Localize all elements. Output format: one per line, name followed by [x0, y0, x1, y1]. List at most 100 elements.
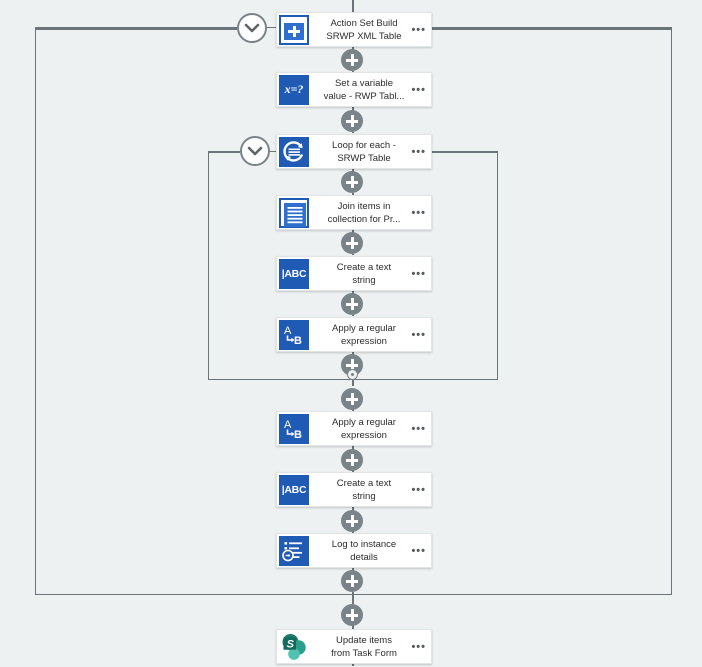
collection-document-icon [278, 197, 310, 228]
a-to-b-arrow-icon: A B [284, 325, 302, 347]
svg-text:B: B [294, 335, 302, 347]
regex-icon: A B [278, 413, 310, 444]
node-label: Apply a regular expression [311, 412, 431, 445]
document-lines-icon [284, 202, 306, 227]
node-label-line1: Create a text [336, 477, 392, 489]
node-label-line1: Update items [336, 634, 392, 646]
add-step-button-11[interactable] [341, 604, 363, 626]
node-label-line1: Apply a regular [332, 416, 396, 428]
svg-text:B: B [294, 429, 302, 441]
add-step-button-8[interactable] [341, 449, 363, 471]
node-label-line2: expression [341, 429, 387, 441]
node-log-to-instance-details[interactable]: Log to instance details ••• [276, 533, 432, 568]
chevron-line-loop [208, 151, 240, 153]
add-step-button-3[interactable] [341, 171, 363, 193]
set-variable-icon-text: x=? [284, 82, 304, 96]
collapse-toggle-action-set[interactable] [237, 13, 267, 43]
spine-6 [352, 193, 354, 195]
node-label: Action Set Build SRWP XML Table [311, 13, 431, 46]
log-icon [278, 535, 310, 566]
node-create-text-string-1[interactable]: |ABC Create a text string ••• [276, 256, 432, 291]
chevron-line-action-set [35, 28, 237, 30]
node-label-line2: SRWP Table [337, 152, 391, 164]
add-step-button-5[interactable] [341, 293, 363, 315]
node-menu-button[interactable]: ••• [411, 83, 426, 96]
node-label: Update items from Task Form [311, 630, 431, 663]
node-label: Create a text string [311, 473, 431, 506]
log-list-icon [282, 541, 302, 561]
node-label-line1: Log to instance [331, 538, 397, 550]
node-menu-button[interactable]: ••• [411, 328, 426, 341]
node-label-line1: Apply a regular [332, 322, 396, 334]
node-update-items-from-task-form[interactable]: S Update items from Task Form ••• [276, 629, 432, 664]
node-menu-button[interactable]: ••• [411, 206, 426, 219]
card-right-line-action-set [431, 28, 672, 30]
node-loop-for-each[interactable]: Loop for each - SRWP Table ••• [276, 134, 432, 169]
node-label: Set a variable value - RWP Tabl... [311, 73, 431, 106]
node-create-text-string-2[interactable]: |ABC Create a text string ••• [276, 472, 432, 507]
node-menu-button[interactable]: ••• [411, 267, 426, 280]
sharepoint-icon: S [278, 631, 310, 662]
sharepoint-logo-icon: S [282, 633, 306, 660]
chevron-down-icon [247, 146, 263, 156]
spine-20 [352, 624, 354, 631]
node-label: Apply a regular expression [311, 318, 431, 351]
connector-line-top [352, 0, 354, 12]
text-string-icon: |ABC [278, 474, 310, 505]
node-menu-button[interactable]: ••• [411, 544, 426, 557]
node-label-line2: expression [341, 335, 387, 347]
node-label-line2: collection for Pr... [327, 213, 401, 225]
a-to-b-arrow-icon: A B [284, 419, 302, 441]
node-menu-button[interactable]: ••• [411, 640, 426, 653]
node-label-line2: SRWP XML Table [326, 30, 402, 42]
card-right-line-loop [431, 151, 498, 153]
node-menu-button[interactable]: ••• [411, 483, 426, 496]
spine-10 [352, 315, 354, 316]
node-label-line1: Create a text [336, 261, 392, 273]
node-label-line1: Loop for each - [332, 139, 396, 151]
add-step-button-6[interactable] [341, 354, 363, 376]
add-step-button-9[interactable] [341, 510, 363, 532]
add-step-button-4[interactable] [341, 232, 363, 254]
loop-end-marker [347, 369, 358, 380]
node-label: Create a text string [311, 257, 431, 290]
node-label: Join items in collection for Pr... [311, 196, 431, 229]
add-step-button-1[interactable] [341, 49, 363, 71]
node-label-line2: value - RWP Tabl... [323, 90, 405, 102]
svg-text:A: A [284, 325, 292, 337]
add-step-button-10[interactable] [341, 570, 363, 592]
set-variable-icon: x=? [278, 74, 310, 105]
node-label-line1: Action Set Build [330, 17, 398, 29]
add-step-button-7[interactable] [341, 388, 363, 410]
node-menu-button[interactable]: ••• [411, 23, 426, 36]
node-label-line2: string [352, 490, 376, 502]
node-menu-button[interactable]: ••• [411, 145, 426, 158]
collapse-toggle-loop[interactable] [240, 136, 270, 166]
node-action-set-build[interactable]: Action Set Build SRWP XML Table ••• [276, 12, 432, 47]
text-string-icon-text: |ABC [281, 483, 307, 496]
node-menu-button[interactable]: ••• [411, 422, 426, 435]
node-label-line2: from Task Form [331, 647, 397, 659]
node-set-variable-value[interactable]: x=? Set a variable value - RWP Tabl... •… [276, 72, 432, 107]
action-set-icon [278, 14, 310, 45]
svg-text:A: A [284, 419, 292, 431]
loop-arrow-icon [283, 140, 304, 162]
spine-17 [352, 531, 354, 533]
add-step-button-2[interactable] [341, 110, 363, 132]
spine-8 [352, 254, 354, 255]
node-label: Loop for each - SRWP Table [311, 135, 431, 168]
text-string-icon: |ABC [278, 258, 310, 289]
chevron-down-icon [244, 23, 260, 33]
node-apply-regular-expression-1[interactable]: A B Apply a regular expression ••• [276, 317, 432, 352]
node-label-line1: Set a variable [334, 77, 394, 89]
node-apply-regular-expression-2[interactable]: A B Apply a regular expression ••• [276, 411, 432, 446]
spine-19 [352, 592, 354, 604]
node-label: Log to instance details [311, 534, 431, 567]
loop-icon [278, 136, 310, 167]
text-string-icon-text: |ABC [281, 267, 307, 280]
node-label-line1: Join items in [337, 200, 391, 212]
node-label-line2: string [352, 274, 376, 286]
node-join-items-in-collection[interactable]: Join items in collection for Pr... ••• [276, 195, 432, 230]
node-label-line2: details [350, 551, 378, 563]
